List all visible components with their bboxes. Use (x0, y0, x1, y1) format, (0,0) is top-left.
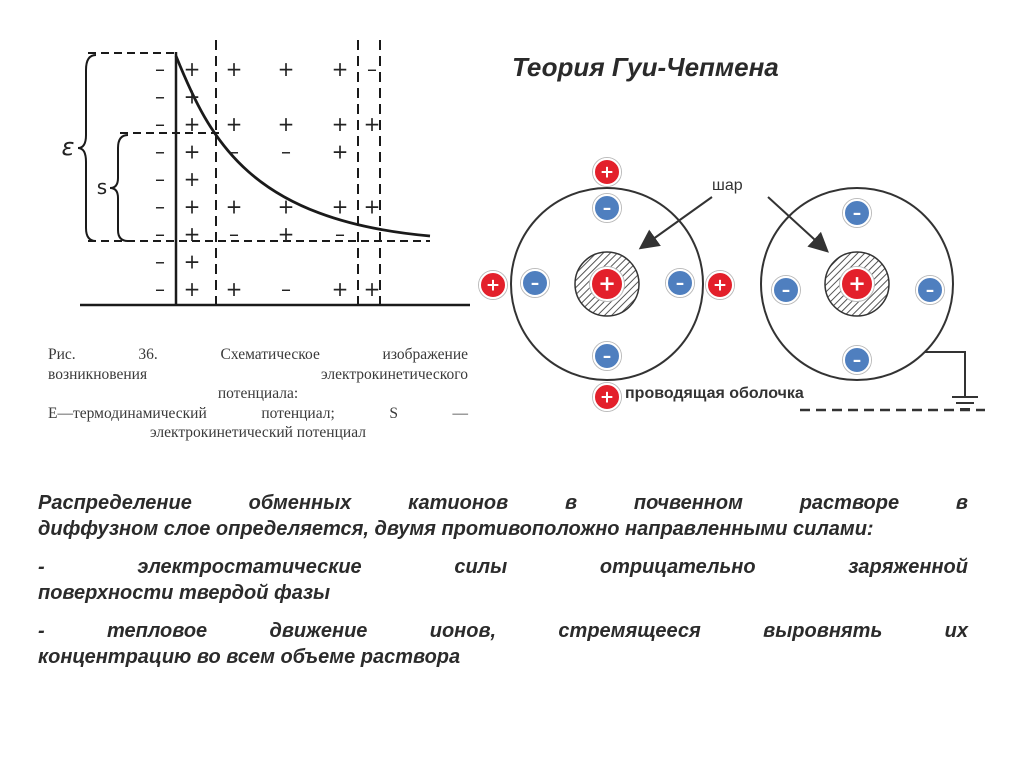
plus-charge: + (278, 57, 295, 81)
plus-charge: + (332, 277, 349, 301)
caption-line: электрокинетический потенциал (48, 423, 468, 443)
caption-line: Рис. 36. Схематическое изображение (48, 345, 468, 365)
plus-sign: + (848, 272, 866, 296)
label-shell: проводящая оболочка (625, 385, 804, 402)
paragraph-line: Распределение обменных катионов в почвен… (38, 490, 968, 516)
minus-charge: – (155, 85, 165, 109)
minus-charge: – (155, 195, 165, 219)
cation: + (479, 271, 508, 300)
charge-grid: –++++––+–+++++–+––+–+–+++++–+–+––+–++–++ (155, 57, 380, 301)
plus-sign: + (486, 275, 500, 295)
minus-charge: – (155, 167, 165, 191)
plus-charge: + (184, 222, 201, 246)
minus-sign: – (676, 273, 685, 293)
plus-charge: + (364, 277, 381, 301)
plus-charge: + (184, 112, 201, 136)
plus-charge: + (184, 167, 201, 191)
plus-charge: + (332, 57, 349, 81)
plus-charge: + (226, 57, 243, 81)
sphere-diagram (511, 188, 985, 410)
cation: + (593, 158, 622, 187)
minus-charge: – (229, 140, 239, 164)
plus-charge: + (226, 277, 243, 301)
minus-sign: – (853, 350, 862, 370)
plus-charge: + (226, 195, 243, 219)
minus-sign: – (603, 198, 612, 218)
plus-charge: + (364, 195, 381, 219)
plus-charge: + (184, 85, 201, 109)
plus-charge: + (184, 277, 201, 301)
caption-line: потенциала: (48, 384, 468, 404)
plus-charge: + (184, 57, 201, 81)
plus-charge: + (278, 112, 295, 136)
paragraph-line: поверхности твердой фазы (38, 582, 330, 604)
plus-sign: + (600, 162, 614, 182)
minus-charge: – (155, 277, 165, 301)
body-text: Распределение обменных катионов в почвен… (38, 490, 968, 682)
minus-sign: – (853, 203, 862, 223)
plus-charge: + (184, 195, 201, 219)
minus-charge: – (155, 222, 165, 246)
plus-sign: + (598, 272, 616, 296)
potential-curve (176, 56, 430, 236)
plus-charge: + (332, 112, 349, 136)
cation: + (840, 267, 875, 302)
minus-charge: – (281, 140, 291, 164)
plus-charge: + (332, 140, 349, 164)
cation: + (593, 383, 622, 412)
minus-charge: – (281, 277, 291, 301)
label-s: s (97, 175, 107, 199)
minus-sign: – (926, 280, 935, 300)
minus-charge: – (367, 57, 377, 81)
paragraph-line: диффузном слое определяется, двумя проти… (38, 518, 874, 540)
plus-charge: + (226, 112, 243, 136)
anion: – (843, 346, 872, 375)
minus-charge: – (155, 112, 165, 136)
paragraph-line: концентрацию во всем объеме раствора (38, 646, 460, 668)
paragraph: - тепловое движение ионов, стремящееся в… (38, 618, 968, 670)
label-e: ε (62, 133, 75, 161)
anion: – (593, 194, 622, 223)
cation: + (706, 271, 735, 300)
plus-charge: + (278, 222, 295, 246)
minus-charge: – (155, 57, 165, 81)
plus-charge: + (332, 195, 349, 219)
paragraph: - электростатические силы отрицательно з… (38, 554, 968, 606)
minus-sign: – (531, 273, 540, 293)
potential-diagram (78, 40, 470, 305)
plus-charge: + (278, 195, 295, 219)
paragraph-line: - тепловое движение ионов, стремящееся в… (38, 618, 968, 644)
label-ball: шар (712, 177, 743, 194)
anion: – (521, 269, 550, 298)
minus-charge: – (335, 222, 345, 246)
paragraph: Распределение обменных катионов в почвен… (38, 490, 968, 542)
anion: – (593, 342, 622, 371)
plus-charge: + (184, 140, 201, 164)
plus-charge: + (184, 250, 201, 274)
minus-charge: – (229, 222, 239, 246)
figure-caption: Рис. 36. Схематическое изображение возни… (48, 345, 468, 443)
paragraph-line: - электростатические силы отрицательно з… (38, 554, 968, 580)
plus-sign: + (713, 275, 727, 295)
brace-s (110, 135, 128, 241)
ground-wire (925, 352, 965, 397)
anion: – (772, 276, 801, 305)
minus-charge: – (155, 140, 165, 164)
minus-charge: – (155, 250, 165, 274)
brace-e (78, 55, 96, 241)
anion: – (666, 269, 695, 298)
caption-line: возникновения электрокинетического (48, 365, 468, 385)
anion: – (916, 276, 945, 305)
minus-sign: – (782, 280, 791, 300)
anion: – (843, 199, 872, 228)
plus-charge: + (364, 112, 381, 136)
plus-sign: + (600, 387, 614, 407)
cation: + (590, 267, 625, 302)
minus-sign: – (603, 346, 612, 366)
caption-line: E—термодинамический потенциал; S — (48, 404, 468, 424)
